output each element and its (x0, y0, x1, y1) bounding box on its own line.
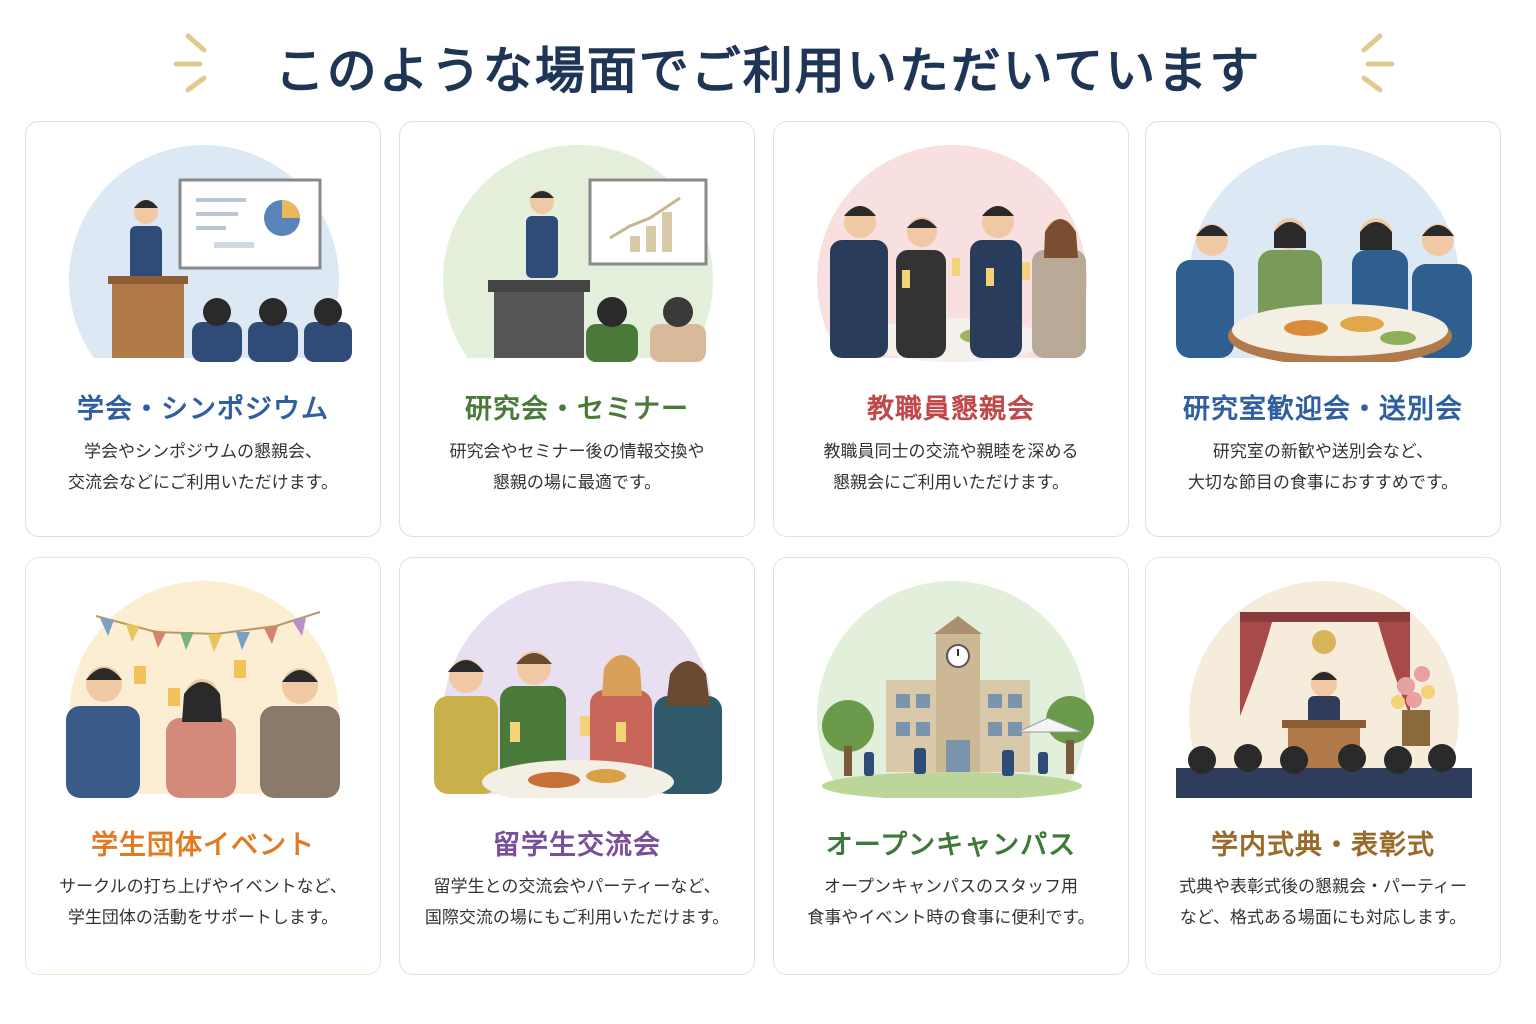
ceremony-stage-icon (1176, 581, 1472, 798)
card-title: オープンキャンパス (825, 830, 1077, 861)
card-description-line1: オープンキャンパスのスタッフ用 (824, 877, 1078, 897)
card-description-line1: 留学生との交流会やパーティーなど、 (433, 877, 721, 897)
card-description-line1: サークルの打ち上げやイベントなど、 (59, 877, 347, 897)
card-description-line1: 研究室の新歓や送別会など、 (1212, 442, 1434, 462)
card-academic-symposium: 学会・シンポジウム 学会やシンポジウムの懇親会、 交流会などにご利用いただけます… (25, 121, 381, 537)
card-description-line1: 式典や表彰式後の懇親会・パーティー (1179, 877, 1467, 897)
card-lab-welcome-farewell: 研究室歓迎会・送別会 研究室の新歓や送別会など、 大切な節目の食事におすすめです… (1145, 121, 1501, 537)
card-description-line1: 教職員同士の交流や親睦を深める (823, 442, 1079, 462)
card-description-line1: 学会やシンポジウムの懇親会、 (84, 442, 322, 462)
group-dinner-icon (1176, 145, 1472, 362)
page-header: このような場面でご利用いただいています (0, 22, 1536, 112)
card-campus-ceremony: 学内式典・表彰式 式典や表彰式後の懇親会・パーティー など、格式ある場面にも対応… (1145, 557, 1501, 975)
card-title: 留学生交流会 (493, 830, 661, 861)
card-title: 研究会・セミナー (465, 394, 689, 425)
card-description-line2: 国際交流の場にもご利用いただけます。 (424, 908, 730, 928)
card-description-line2: など、格式ある場面にも対応します。 (1179, 908, 1467, 928)
card-description-line2: 食事やイベント時の食事に便利です。 (807, 908, 1095, 928)
card-title: 研究室歓迎会・送別会 (1183, 394, 1463, 425)
card-title: 教職員懇親会 (867, 394, 1035, 425)
campus-building-icon (804, 581, 1100, 798)
card-student-event: 学生団体イベント サークルの打ち上げやイベントなど、 学生団体の活動をサポートし… (25, 557, 381, 975)
card-description-line2: 大切な節目の食事におすすめです。 (1187, 473, 1459, 493)
international-exchange-icon (430, 581, 726, 798)
toast-party-icon (804, 145, 1100, 362)
card-research-seminar: 研究会・セミナー 研究会やセミナー後の情報交換や 懇親の場に最適です。 (399, 121, 755, 537)
card-description-line2: 懇親会にご利用いただけます。 (833, 473, 1069, 493)
student-celebration-icon (56, 581, 352, 798)
sparkle-left-icon (173, 33, 207, 93)
presentation-lecture-icon (56, 145, 352, 362)
card-description-line2: 懇親の場に最適です。 (492, 473, 662, 493)
card-title: 学内式典・表彰式 (1211, 830, 1435, 861)
card-title: 学会・シンポジウム (77, 394, 329, 425)
seminar-podium-icon (430, 145, 726, 362)
card-description-line1: 研究会やセミナー後の情報交換や (449, 442, 705, 462)
card-description-line2: 交流会などにご利用いただけます。 (68, 473, 338, 493)
sparkle-right-icon (1361, 33, 1395, 93)
card-title: 学生団体イベント (91, 830, 315, 861)
card-open-campus: オープンキャンパス オープンキャンパスのスタッフ用 食事やイベント時の食事に便利… (773, 557, 1129, 975)
card-description-line2: 学生団体の活動をサポートします。 (67, 908, 339, 928)
page-title: このような場面でご利用いただいています (274, 42, 1262, 100)
card-staff-party: 教職員懇親会 教職員同士の交流や親睦を深める 懇親会にご利用いただけます。 (773, 121, 1129, 537)
card-international-exchange: 留学生交流会 留学生との交流会やパーティーなど、 国際交流の場にもご利用いただけ… (399, 557, 755, 975)
